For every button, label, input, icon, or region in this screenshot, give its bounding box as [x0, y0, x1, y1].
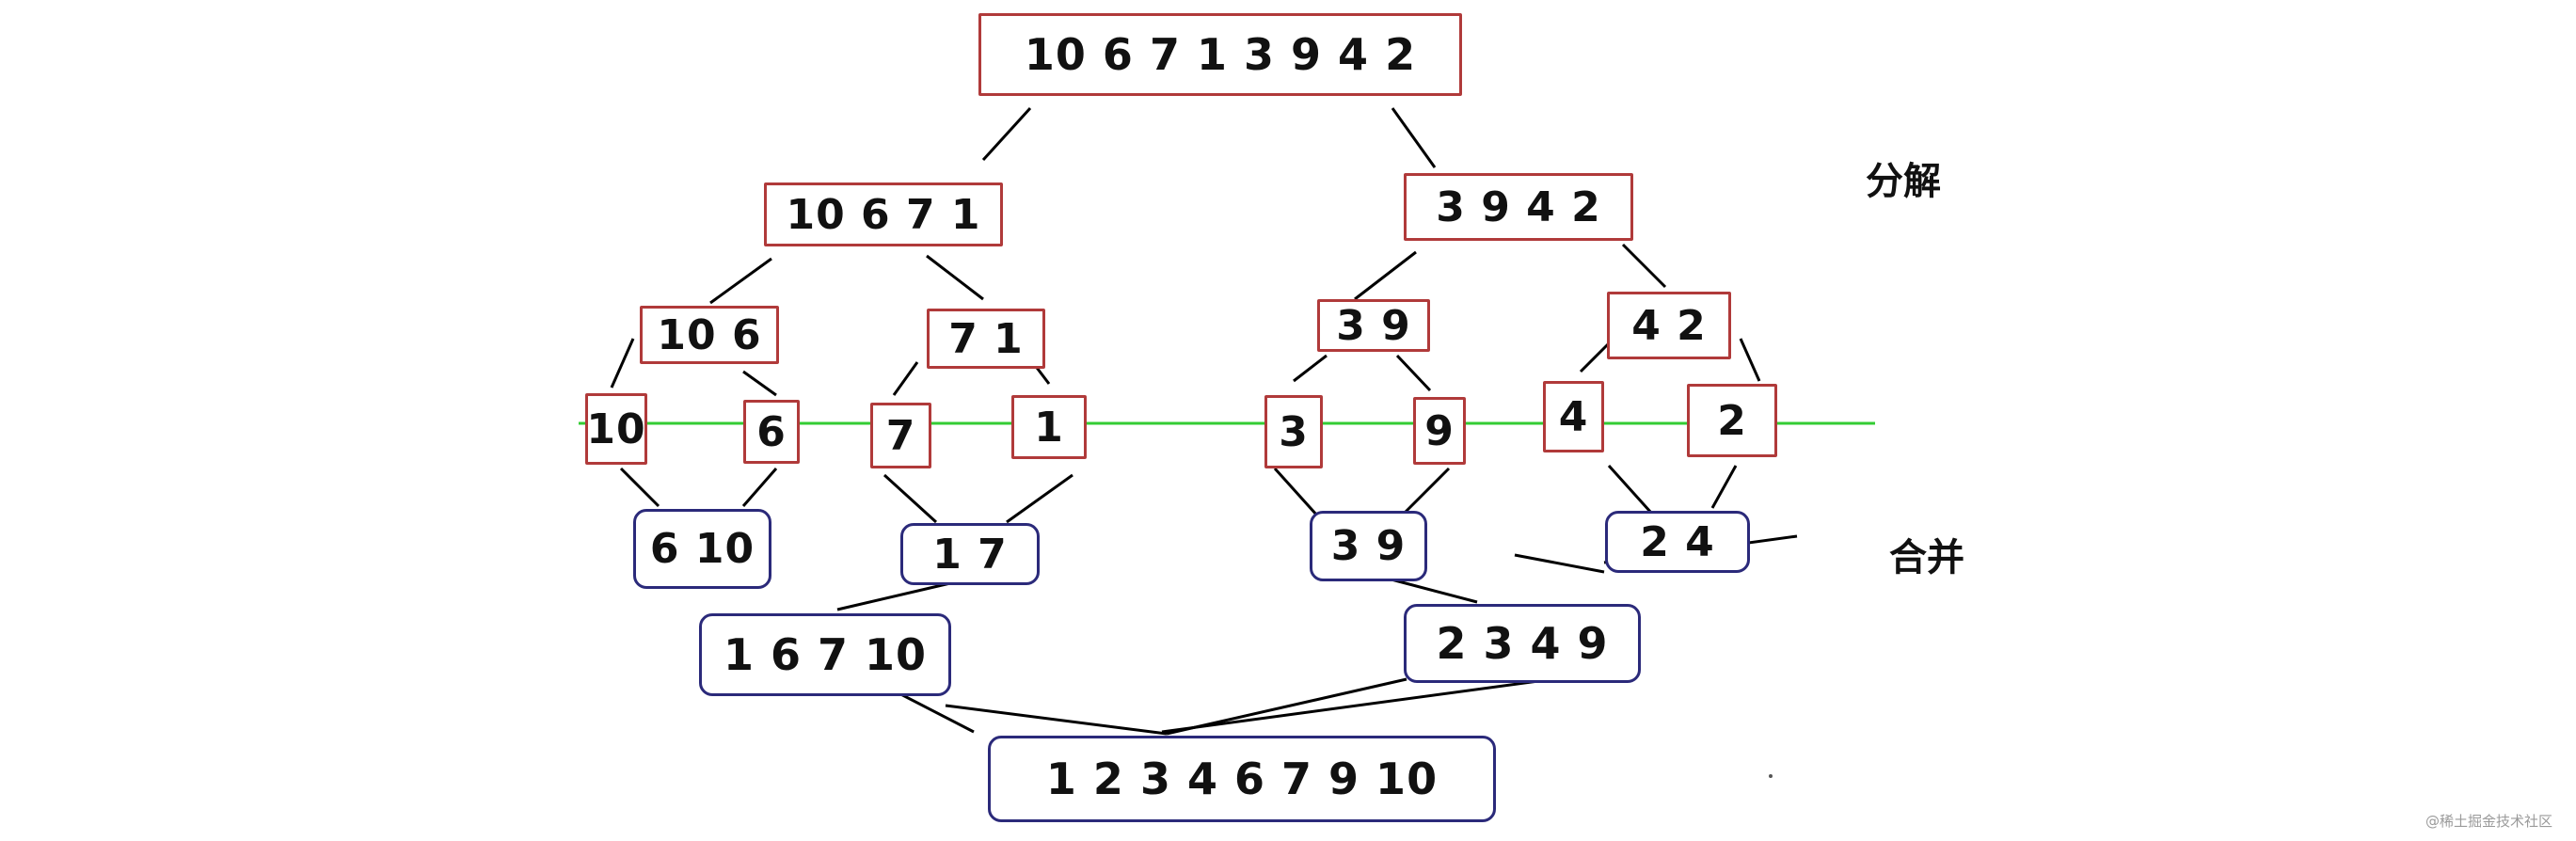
connector-line	[1579, 341, 1611, 373]
connector-line	[945, 704, 1168, 736]
connector-line	[1514, 553, 1605, 574]
leaf-node: 1	[1011, 395, 1087, 459]
leaf-node: 10	[585, 393, 647, 465]
split-node-quarter-d: 4 2	[1607, 292, 1731, 359]
leaf-node: 7	[870, 403, 931, 468]
leaf-node: 4	[1543, 381, 1604, 452]
merge-node-pair-a: 6 10	[633, 509, 771, 589]
merge-node-right-half: 2 3 4 9	[1404, 604, 1641, 683]
stray-dot	[1769, 774, 1773, 778]
split-node-quarter-a: 10 6	[640, 306, 779, 364]
leaf-node: 3	[1264, 395, 1323, 468]
connector-line	[619, 467, 660, 508]
watermark: @稀土掘金技术社区	[2425, 813, 2553, 830]
merge-node-pair-b: 1 7	[900, 523, 1040, 585]
connector-line	[1607, 464, 1653, 515]
connector-line	[1621, 243, 1667, 289]
split-node-quarter-c: 3 9	[1317, 299, 1430, 352]
connector-line	[1166, 677, 1407, 736]
split-node-left-half: 10 6 7 1	[764, 182, 1003, 246]
connector-line	[892, 361, 919, 396]
connector-line	[1161, 674, 1582, 734]
connector-line	[883, 473, 938, 524]
split-node-quarter-b: 7 1	[927, 309, 1045, 369]
connector-line	[742, 370, 777, 397]
connector-line	[1387, 577, 1478, 604]
connector-line	[1273, 467, 1319, 517]
split-node-right-half: 3 9 4 2	[1404, 173, 1633, 241]
connector-line	[1293, 354, 1328, 383]
connector-line	[1006, 473, 1073, 524]
connector-line	[610, 338, 635, 389]
leaf-node: 9	[1413, 397, 1466, 465]
connector-line	[1391, 107, 1437, 168]
connector-line	[836, 581, 951, 611]
connector-line	[709, 257, 772, 305]
merge-node-pair-d: 2 4	[1605, 511, 1750, 573]
connector-line	[1710, 465, 1738, 509]
merge-phase-label: 合并	[1889, 536, 1964, 579]
merge-node-left-half: 1 6 7 10	[699, 613, 951, 696]
merge-node-result: 1 2 3 4 6 7 9 10	[988, 736, 1496, 822]
connector-line	[981, 106, 1032, 162]
connector-line	[741, 468, 778, 507]
leaf-node: 2	[1687, 384, 1777, 457]
connector-line	[1400, 467, 1451, 517]
split-phase-label: 分解	[1866, 160, 1941, 203]
connector-line	[926, 254, 984, 301]
split-node-root: 10 6 7 1 3 9 4 2	[978, 13, 1462, 96]
connector-line	[1395, 354, 1432, 392]
leaf-node: 6	[743, 400, 800, 464]
connector-line	[1354, 250, 1417, 301]
merge-node-pair-c: 3 9	[1310, 511, 1427, 581]
connector-line	[1739, 338, 1761, 382]
